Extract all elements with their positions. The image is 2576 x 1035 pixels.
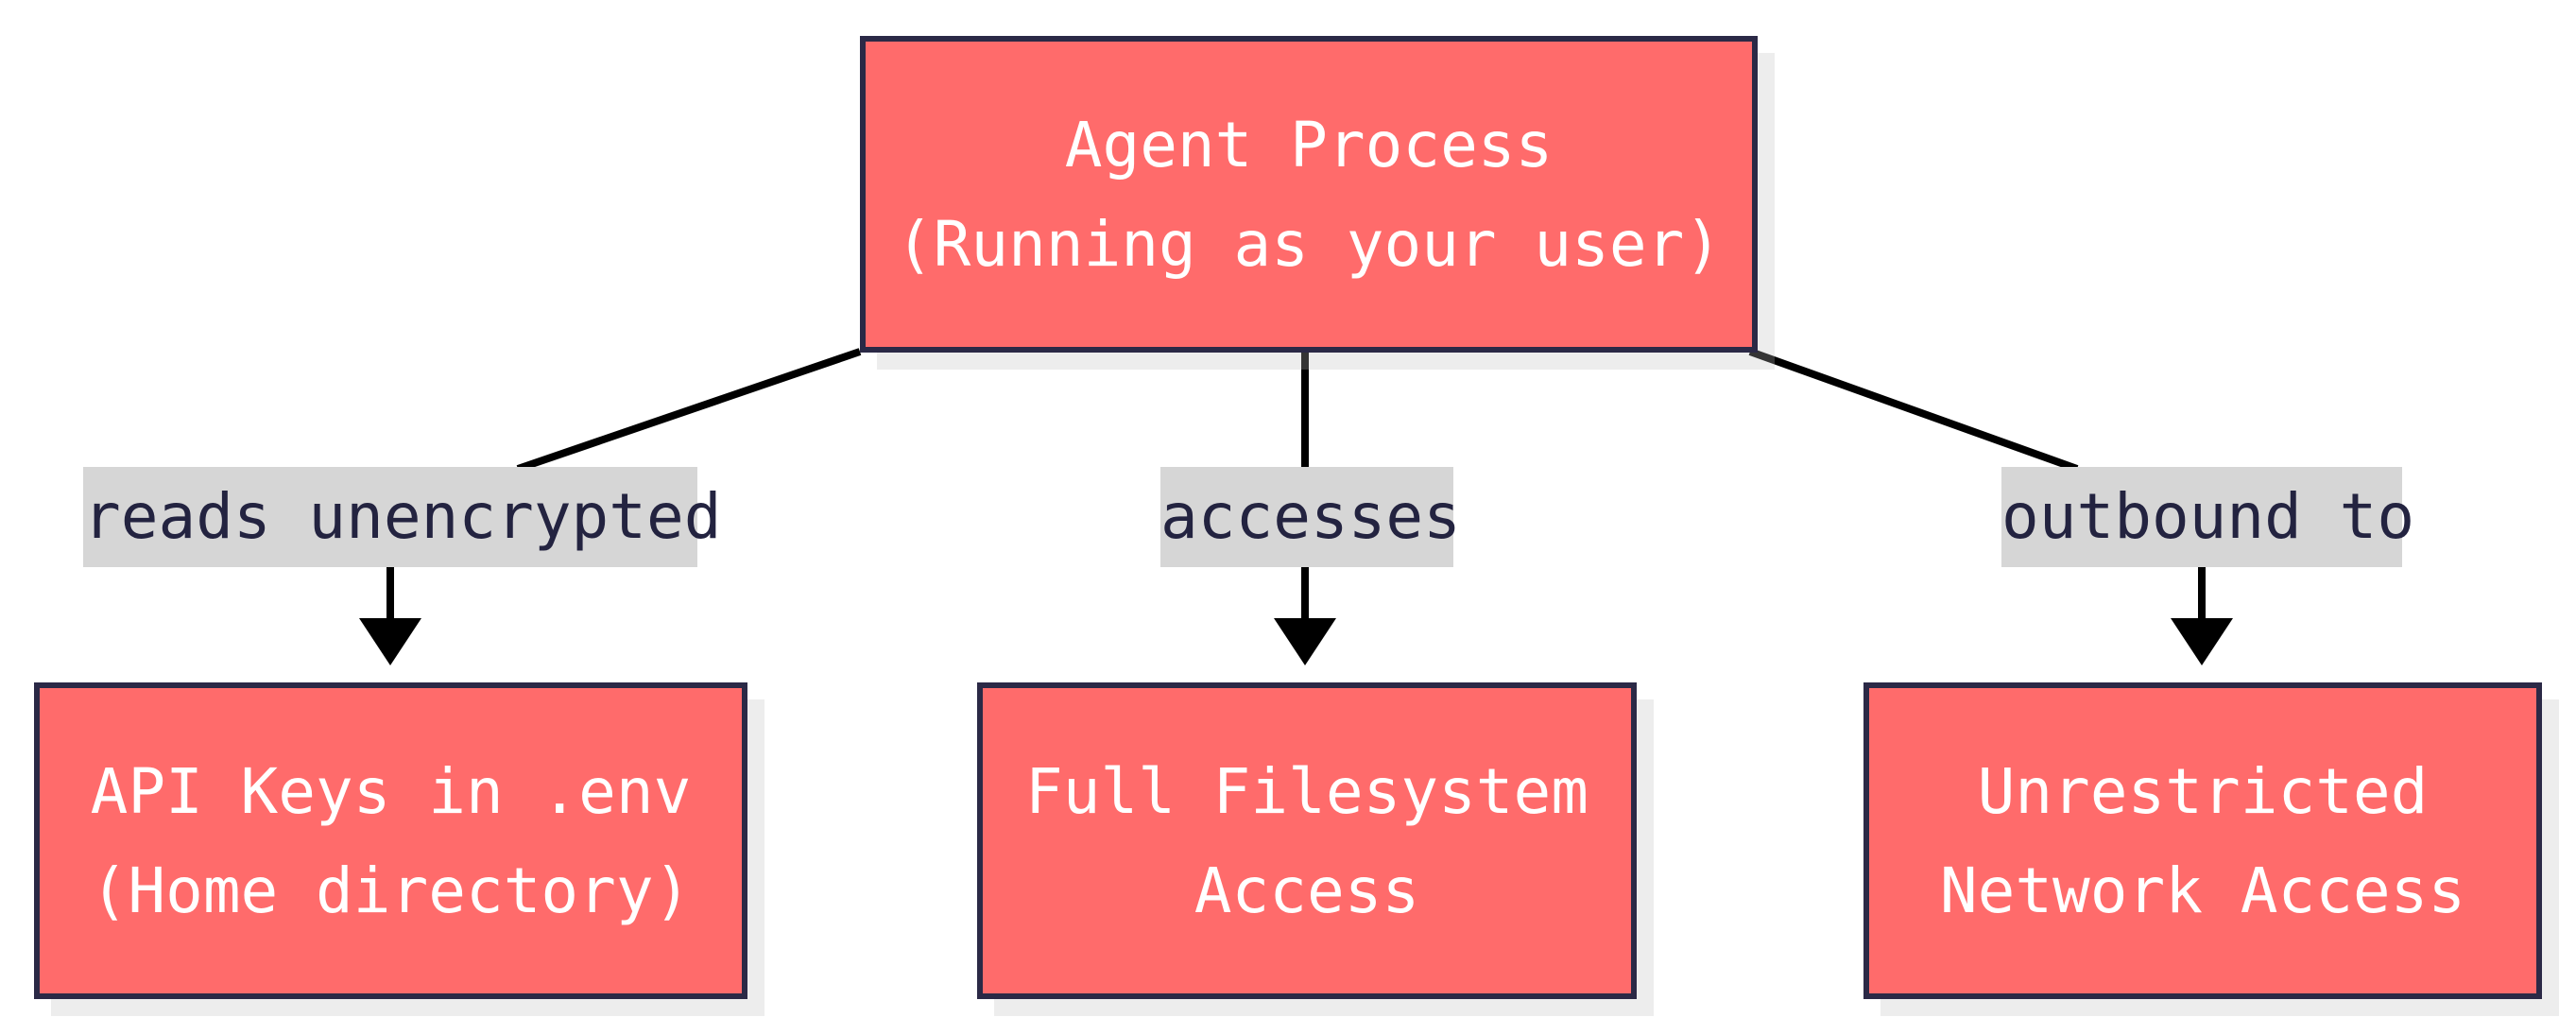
- node-network-access: Unrestricted Network Access: [1863, 682, 2542, 999]
- node-full-filesystem-subtitle: Access: [1194, 854, 1420, 927]
- edge-agent-to-api: [516, 348, 862, 473]
- node-agent-process-title: Agent Process: [1064, 108, 1554, 181]
- node-full-filesystem-title: Full Filesystem: [1024, 754, 1589, 828]
- node-network-access-subtitle: Network Access: [1939, 854, 2466, 927]
- edge-label-outbound-to: outbound to: [2001, 467, 2414, 567]
- node-api-keys-title: API Keys in .env: [90, 754, 692, 828]
- arrowhead-network: [2171, 618, 2233, 665]
- edge-label-reads-unencrypted: reads unencrypted: [83, 467, 722, 567]
- node-api-keys: API Keys in .env (Home directory): [34, 682, 747, 999]
- arrowhead-filesystem: [1274, 618, 1336, 665]
- edge-label-accesses: accesses: [1160, 467, 1461, 567]
- node-agent-process-subtitle: (Running as your user): [895, 207, 1723, 281]
- edge-agent-to-network: [1748, 348, 2079, 473]
- arrowhead-api: [359, 618, 421, 665]
- node-api-keys-subtitle: (Home directory): [90, 854, 692, 927]
- node-full-filesystem: Full Filesystem Access: [977, 682, 1637, 999]
- node-agent-process: Agent Process (Running as your user): [860, 36, 1758, 353]
- node-network-access-title: Unrestricted: [1977, 754, 2429, 828]
